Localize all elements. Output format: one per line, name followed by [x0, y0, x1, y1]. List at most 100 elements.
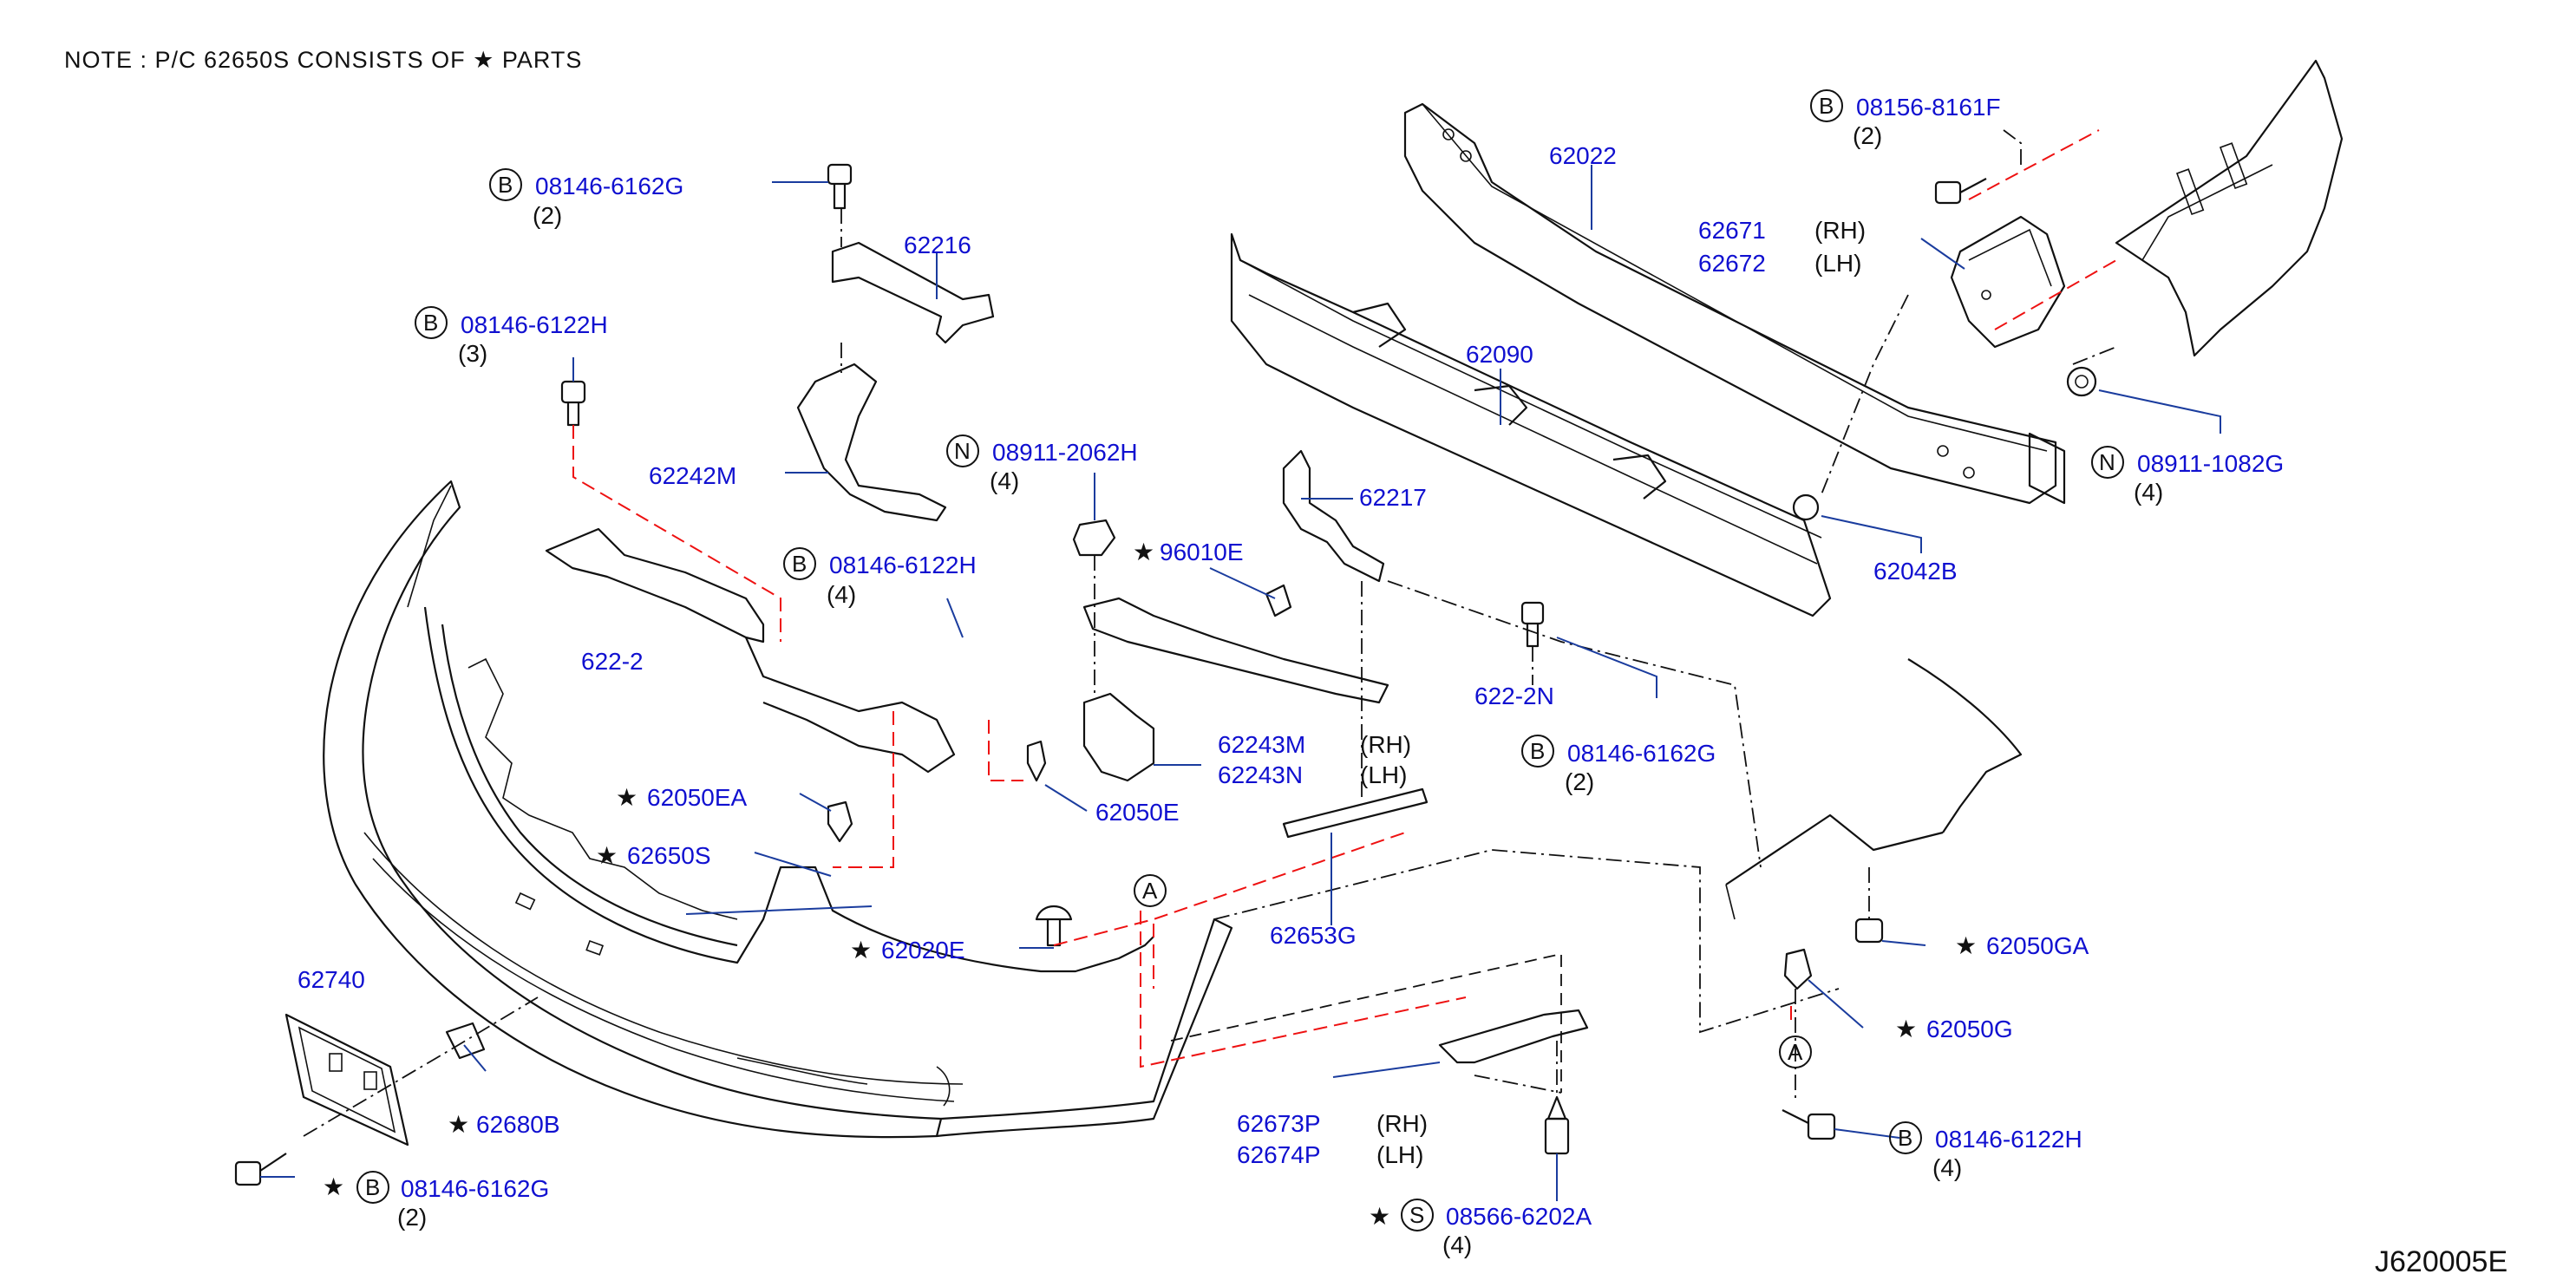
star-icon: ★	[1369, 1203, 1390, 1230]
callout-08911-2062H: N 08911-2062H (4)	[946, 434, 1138, 494]
side-lh: (LH)	[1360, 761, 1407, 788]
part-number: 62680B	[476, 1111, 560, 1138]
callout-prefix: B	[1819, 93, 1834, 119]
b-circle-icon	[489, 168, 522, 201]
part-number: 08146-6162G	[401, 1175, 549, 1202]
reinforcement-beam-drawing	[1230, 232, 1832, 617]
star-icon: ★	[616, 784, 637, 811]
callout-62090: 62090	[1466, 341, 1533, 368]
quantity: (3)	[458, 340, 487, 367]
callout-prefix: N	[954, 438, 971, 464]
part-number: 62050GA	[1986, 932, 2089, 959]
callout-08146-6122H-bottom: B 08146-6122H (4)	[1889, 1121, 2082, 1181]
callout-62217: 62217	[1359, 484, 1427, 511]
callout-62020E: ★ 62020E	[850, 937, 965, 964]
part-number: 08146-6122H	[461, 311, 608, 338]
callout-prefix: B	[423, 310, 438, 336]
quantity: (4)	[2134, 479, 2163, 506]
part-number: 62217	[1359, 484, 1427, 511]
part-number: 62650S	[627, 842, 711, 869]
part-number: 62740	[297, 966, 365, 993]
part-number: 08146-6162G	[1567, 740, 1716, 767]
star-icon: ★	[850, 937, 872, 964]
callout-prefix: B	[498, 172, 513, 198]
brackets-and-retainers-drawing	[545, 241, 1589, 1064]
callout-62050GA: ★ 62050GA	[1955, 932, 2089, 959]
b-circle-icon	[1521, 735, 1554, 768]
a-circle-icon	[1134, 874, 1167, 907]
callout-62671-62672: 62671 (RH) 62672 (LH)	[1698, 217, 1866, 277]
callout-62242N-partial: 622-2N	[1474, 683, 1554, 709]
part-number: 08156-8161F	[1856, 94, 2001, 121]
a-circle-icon	[1779, 1035, 1812, 1068]
b-circle-icon	[1810, 89, 1843, 122]
callout-08156-8161F: B 08156-8161F (2)	[1810, 89, 2001, 149]
part-number: 62671	[1698, 217, 1766, 244]
fasteners-drawing	[234, 163, 2097, 1186]
part-number: 08146-6122H	[1935, 1126, 2082, 1153]
part-number: 62050E	[1095, 799, 1180, 826]
quantity: (2)	[1565, 768, 1594, 795]
part-number: 62216	[904, 232, 971, 258]
quantity: (4)	[1442, 1231, 1472, 1258]
part-number: 08566-6202A	[1446, 1203, 1592, 1230]
part-number: 62020E	[881, 937, 965, 964]
side-rh: (RH)	[1376, 1110, 1428, 1137]
callout-62042B: 62042B	[1873, 558, 1958, 585]
reference-letter: A	[1788, 1039, 1803, 1065]
callout-62653G: 62653G	[1270, 922, 1357, 949]
part-number: 62672	[1698, 250, 1766, 277]
callout-62022: 62022	[1549, 142, 1617, 169]
fender-drawing	[1725, 59, 2344, 920]
callout-08911-1082G: N 08911-1082G (4)	[2091, 446, 2284, 506]
part-number: 08146-6122H	[829, 552, 977, 578]
b-circle-icon	[356, 1171, 389, 1204]
leader-lines	[260, 165, 2221, 1201]
assembly-lines	[303, 129, 2117, 1137]
b-circle-icon	[1889, 1121, 1922, 1154]
callout-ref-A-lower: A	[1779, 1035, 1812, 1068]
n-circle-icon	[946, 434, 979, 467]
part-number: 62022	[1549, 142, 1617, 169]
callout-08146-6122H-left: B 08146-6122H (3)	[415, 306, 608, 367]
callout-62242-partial-left: 622-2	[581, 648, 644, 675]
part-number: 62243M	[1218, 731, 1305, 758]
part-number: 622-2	[581, 648, 644, 675]
diagram-reference: J620005E	[2375, 1245, 2507, 1278]
part-number: 08911-2062H	[992, 439, 1138, 466]
quantity: (4)	[990, 467, 1019, 494]
side-bracket-drawing	[1950, 215, 2066, 349]
star-icon: ★	[596, 842, 618, 869]
callout-62740: 62740	[297, 966, 365, 993]
callout-08146-6162G-top: B 08146-6162G (2)	[489, 168, 683, 229]
part-number: 62050G	[1926, 1016, 2013, 1042]
callout-62243M-62243N: 62243M (RH) 62243N (LH)	[1218, 731, 1411, 788]
reference-letter: A	[1142, 878, 1158, 904]
part-number: 62242M	[649, 462, 736, 489]
star-icon: ★	[1955, 932, 1977, 959]
side-lh: (LH)	[1376, 1141, 1423, 1168]
callout-62650S: ★ 62650S	[596, 842, 711, 869]
b-circle-icon	[783, 547, 816, 580]
quantity: (2)	[397, 1204, 427, 1231]
part-number: 96010E	[1160, 539, 1244, 565]
callout-prefix: B	[1530, 738, 1545, 764]
bumper-fascia-drawing	[323, 480, 1233, 1139]
part-number: 62673P	[1237, 1110, 1321, 1137]
callout-62673P-62674P: 62673P (RH) 62674P (LH)	[1237, 1110, 1428, 1168]
part-number: 08146-6162G	[535, 173, 683, 199]
part-number: 62243N	[1218, 761, 1303, 788]
side-rh: (RH)	[1360, 731, 1411, 758]
quantity: (2)	[1853, 122, 1882, 149]
part-number: 08911-1082G	[2137, 450, 2284, 477]
quantity: (4)	[827, 581, 856, 608]
star-icon: ★	[448, 1111, 469, 1138]
callout-62216: 62216	[904, 232, 971, 258]
side-rh: (RH)	[1814, 217, 1866, 244]
quantity: (4)	[1932, 1154, 1962, 1181]
callout-prefix: S	[1409, 1202, 1424, 1228]
callout-62242M: 62242M	[649, 462, 736, 489]
callout-62050EA: ★ 62050EA	[616, 784, 748, 811]
star-icon: ★	[1895, 1016, 1917, 1042]
callout-08146-6122H-mid: B 08146-6122H (4)	[783, 547, 977, 608]
